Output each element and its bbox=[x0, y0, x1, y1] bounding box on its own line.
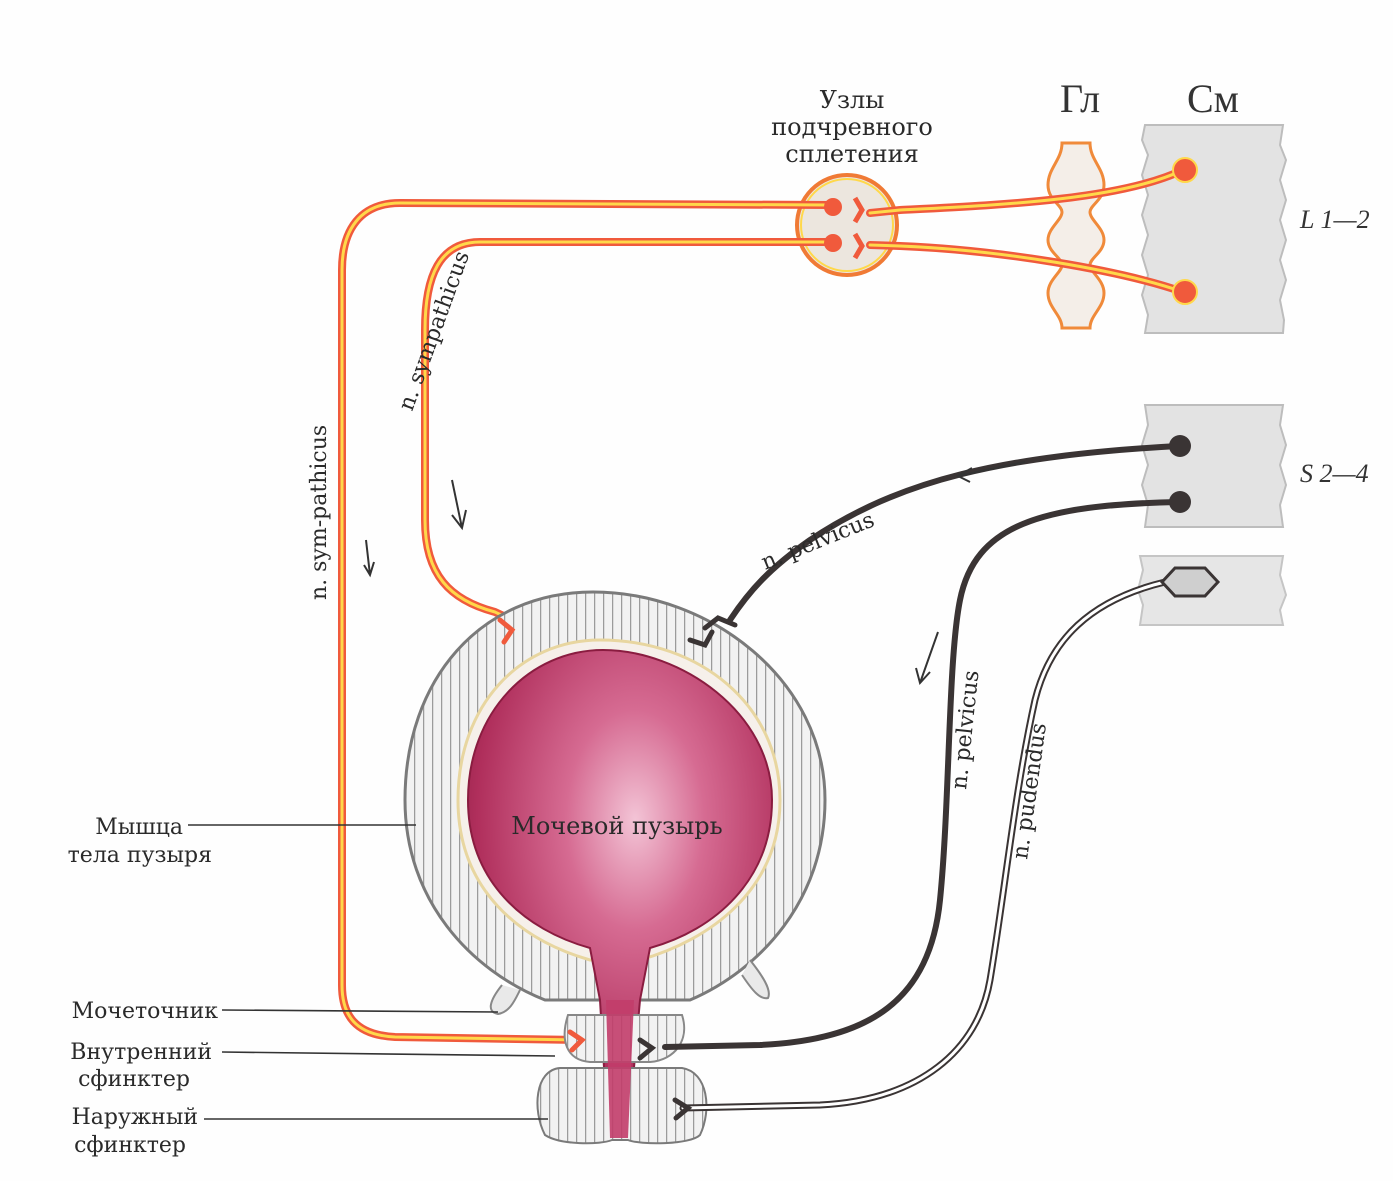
sympathetic-trunk-ganglia bbox=[1048, 143, 1104, 328]
label-external-sphincter-line-1: Наружный bbox=[72, 1105, 198, 1130]
label-internal-sphincter-line-2: сфинктер bbox=[78, 1067, 190, 1092]
label-sympathicus-outer: n. sym-pathicus bbox=[307, 425, 332, 600]
label-internal-sphincter-line-1: Внутренний bbox=[70, 1040, 212, 1065]
label-external-sphincter-line-2: сфинктер bbox=[74, 1133, 186, 1158]
label-sm: См bbox=[1187, 76, 1239, 121]
bladder bbox=[405, 592, 825, 1143]
label-muscle-line-1: Мышца bbox=[95, 815, 183, 840]
label-bladder: Мочевой пузырь bbox=[511, 812, 722, 840]
label-ureter: Мочеточник bbox=[72, 999, 219, 1024]
spinal-cord-lumbar bbox=[1142, 125, 1286, 333]
spinal-cord-sacral bbox=[1138, 405, 1286, 625]
label-segment-sacral: S 2—4 bbox=[1300, 459, 1369, 488]
hypogastric-ganglion bbox=[797, 175, 897, 275]
ganglia-title-line-2: подчревного bbox=[771, 113, 933, 141]
label-pelvicus-upper: n. pelvicus bbox=[758, 508, 878, 576]
label-segment-lumbar: L 1—2 bbox=[1299, 205, 1370, 234]
label-gl: Гл bbox=[1060, 76, 1100, 121]
ganglia-title-line-3: сплетения bbox=[785, 140, 919, 168]
ganglia-title-line-1: Узлы bbox=[820, 86, 885, 114]
ganglia-title: Узлы подчревного сплетения bbox=[771, 86, 933, 168]
label-muscle-line-2: тела пузыря bbox=[68, 843, 212, 868]
